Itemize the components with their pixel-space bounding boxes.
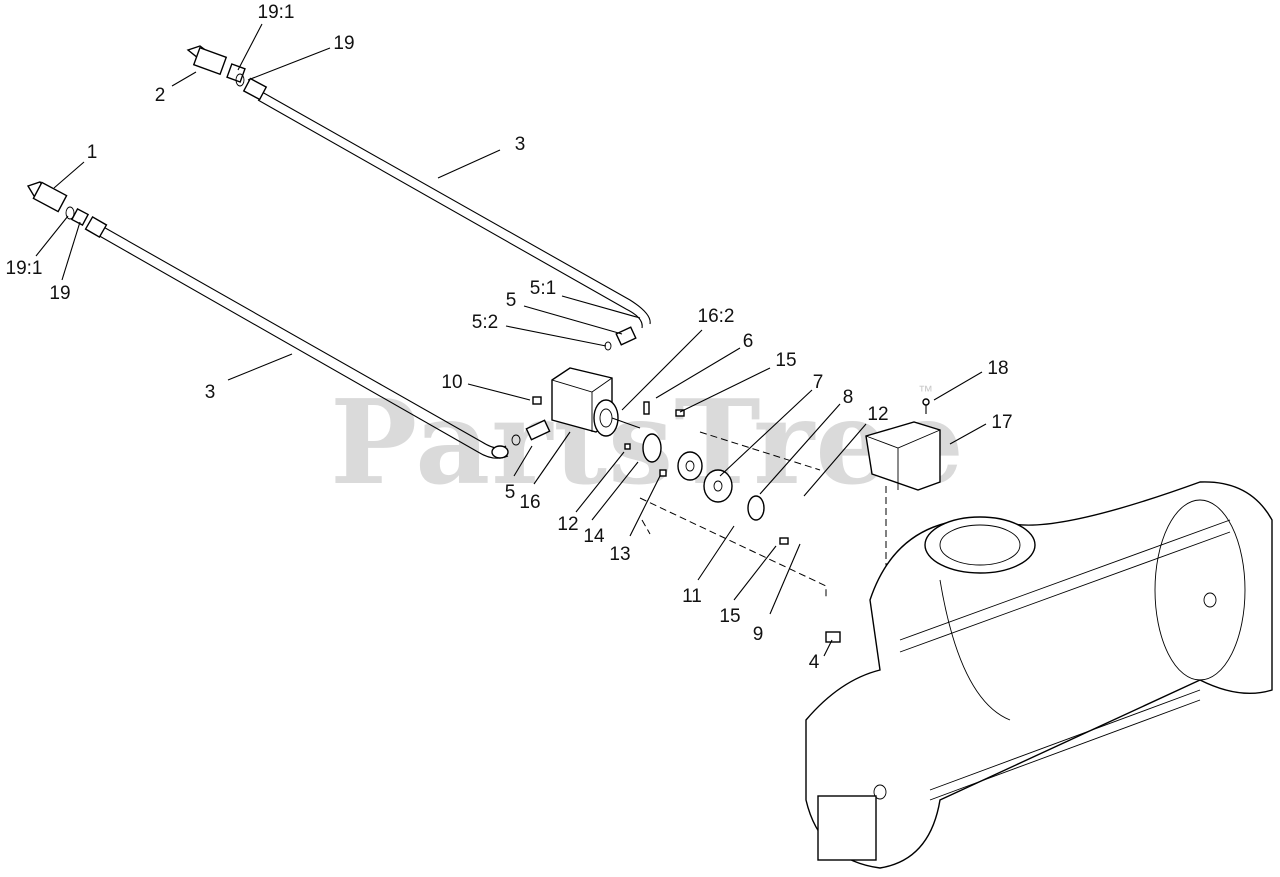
assembly-guide-lines bbox=[639, 431, 887, 600]
callout-7: 7 bbox=[813, 372, 824, 393]
callout-19-1-left: 19:1 bbox=[6, 258, 43, 279]
callout-16-2: 16:2 bbox=[698, 306, 735, 327]
lower-hose-assembly bbox=[84, 215, 509, 459]
callout-1: 1 bbox=[87, 142, 98, 163]
callout-15-top: 15 bbox=[775, 350, 796, 371]
coupler-1 bbox=[26, 181, 90, 227]
callout-19-left: 19 bbox=[49, 283, 70, 304]
callout-11: 11 bbox=[682, 586, 702, 607]
callout-8: 8 bbox=[843, 387, 854, 408]
coupling-components bbox=[624, 401, 789, 545]
callout-13: 13 bbox=[609, 544, 630, 565]
callout-5-2: 5:2 bbox=[472, 312, 498, 333]
callout-18: 18 bbox=[987, 358, 1008, 379]
callout-10: 10 bbox=[441, 372, 462, 393]
upper-hose-assembly bbox=[242, 77, 651, 329]
callout-9: 9 bbox=[753, 624, 764, 645]
callout-5-1: 5:1 bbox=[530, 278, 556, 299]
callout-5-bottom: 5 bbox=[505, 482, 516, 503]
trademark-symbol: ™ bbox=[918, 383, 933, 400]
callout-6: 6 bbox=[743, 331, 754, 352]
callout-14: 14 bbox=[583, 526, 605, 547]
callout-2: 2 bbox=[155, 85, 166, 106]
auger-housing bbox=[805, 481, 1273, 869]
callout-12-left: 12 bbox=[557, 514, 578, 535]
callout-3-left: 3 bbox=[205, 382, 216, 403]
callout-12-right: 12 bbox=[867, 404, 888, 425]
callout-3-top: 3 bbox=[515, 134, 526, 155]
coupler-2 bbox=[186, 45, 246, 87]
callout-15-bottom: 15 bbox=[719, 606, 740, 627]
callout-19-top: 19 bbox=[333, 33, 354, 54]
leader-lines bbox=[35, 23, 987, 657]
callout-labels: 19:1 19 2 3 1 19:1 19 3 5:1 5 5:2 16:2 6… bbox=[6, 2, 1013, 673]
callout-17: 17 bbox=[991, 412, 1012, 433]
callout-16: 16 bbox=[519, 492, 540, 513]
hydraulic-motor-16 bbox=[551, 367, 641, 437]
shield-17 bbox=[865, 398, 941, 491]
callout-4: 4 bbox=[809, 652, 820, 673]
callout-19-1-top: 19:1 bbox=[258, 2, 295, 23]
callout-5-top: 5 bbox=[506, 290, 517, 311]
